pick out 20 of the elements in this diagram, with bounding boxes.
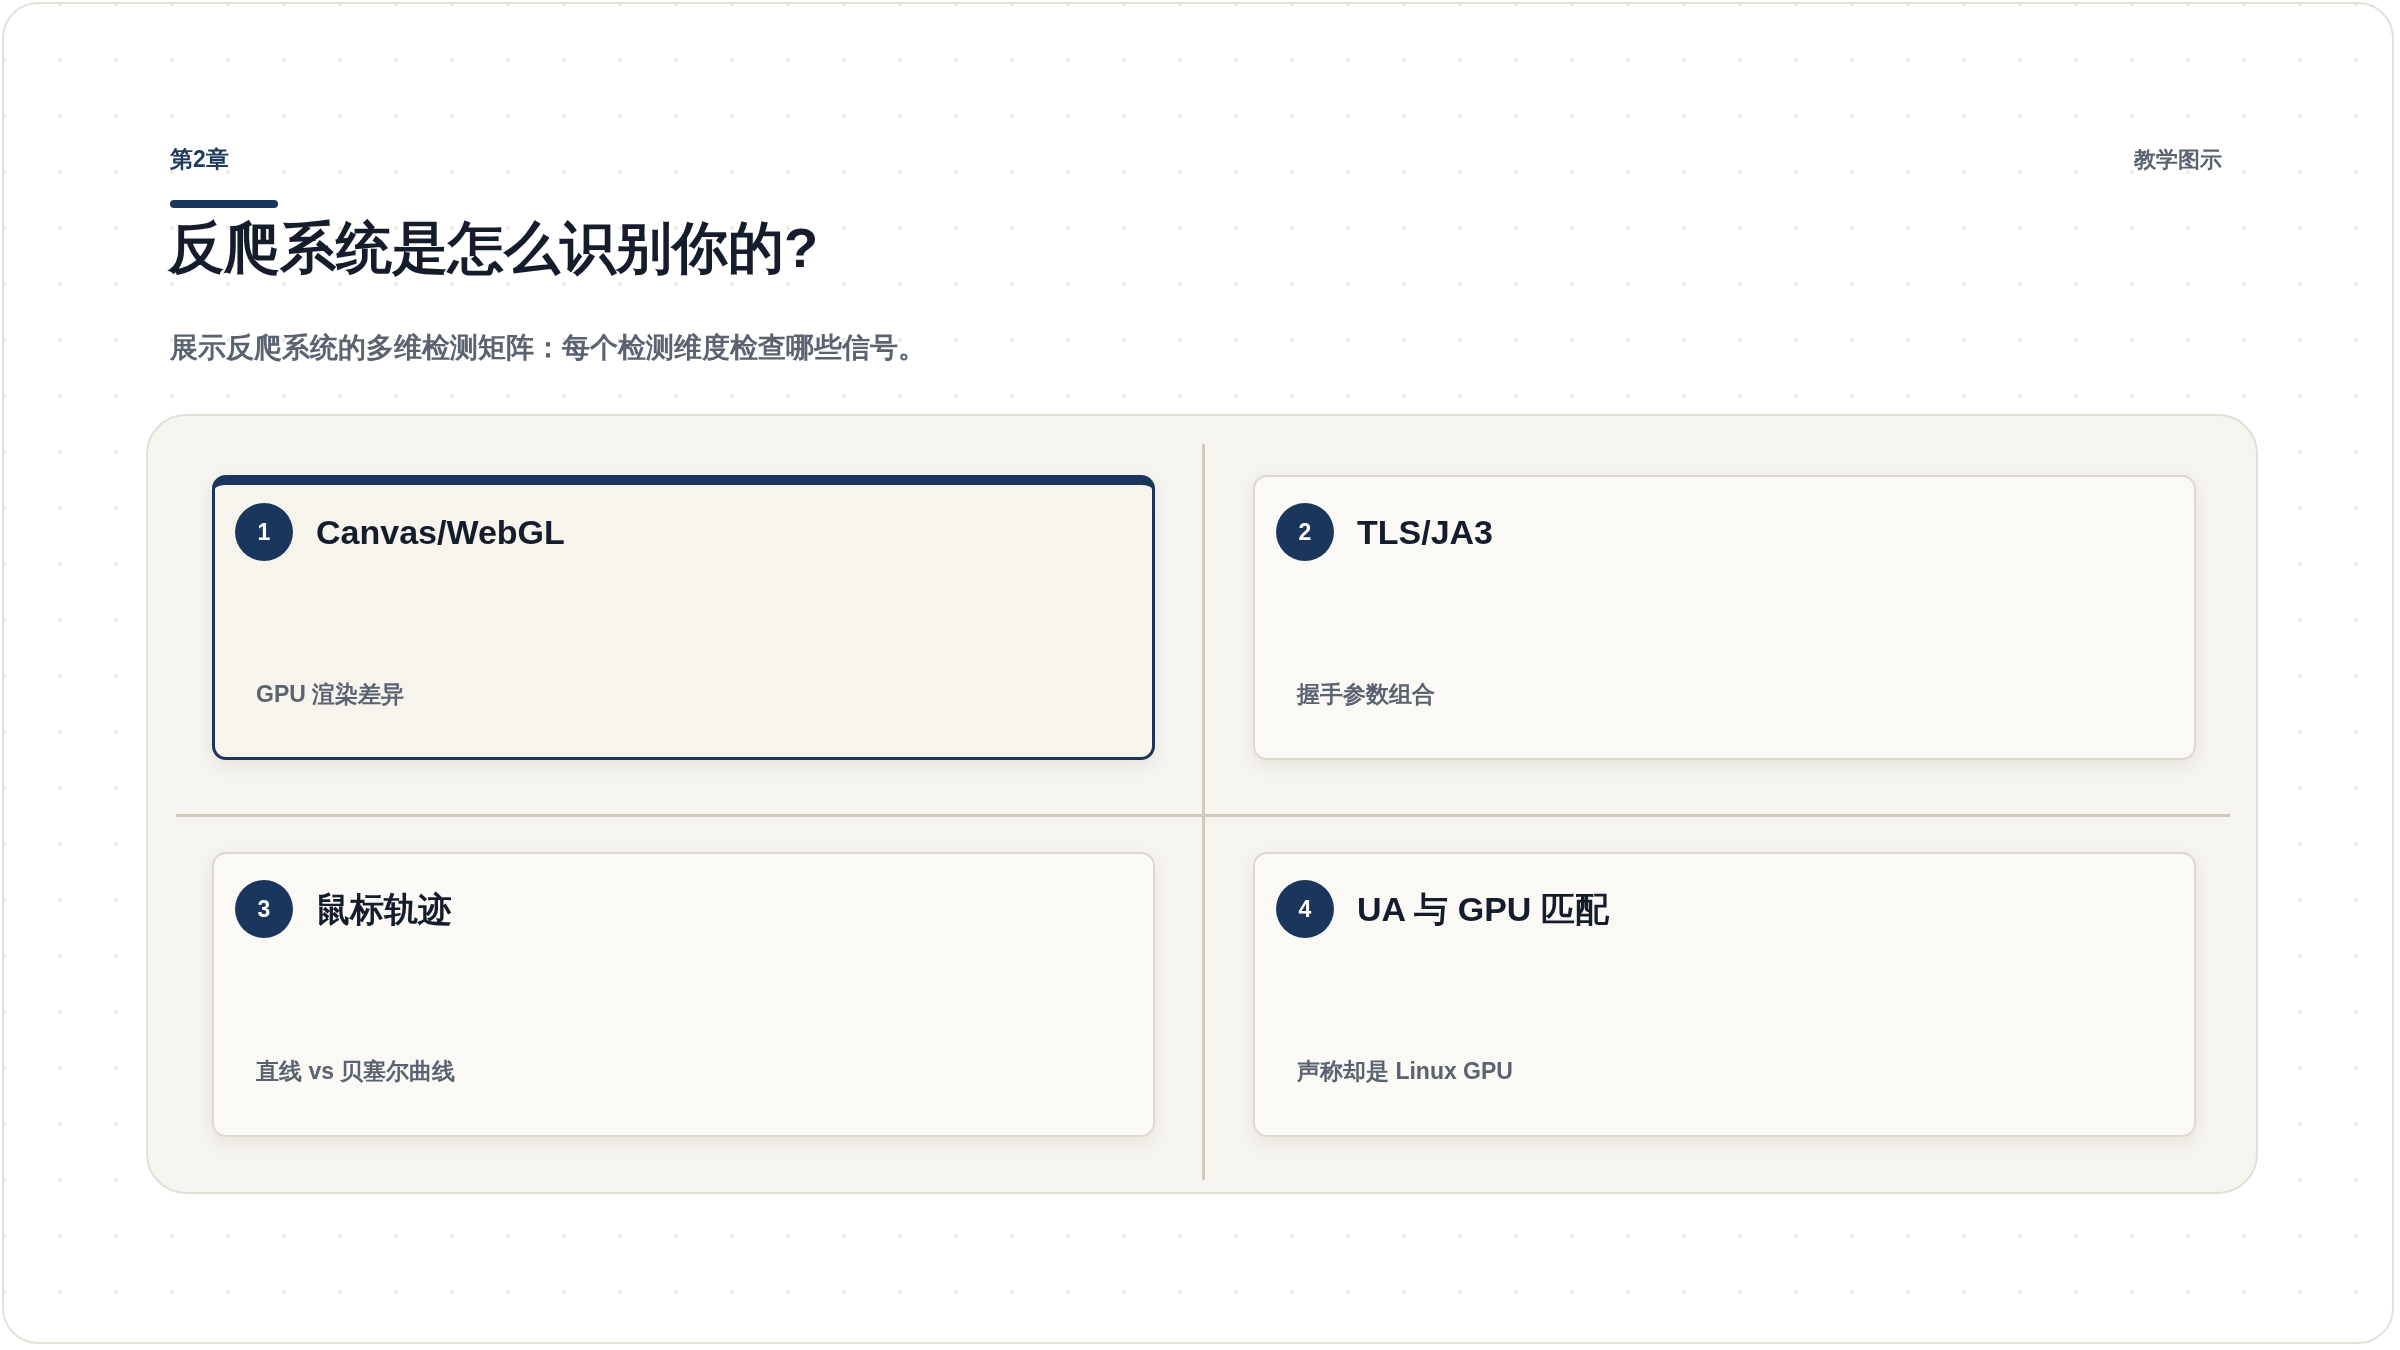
detection-card: [212, 475, 1155, 760]
number-badge: 3: [235, 880, 293, 938]
title: 反爬系统是怎么识别你的?: [168, 215, 819, 281]
number-badge: 4: [1276, 880, 1334, 938]
detection-card: [1253, 852, 2196, 1137]
card-description: GPU 渲染差异: [256, 680, 405, 709]
detection-card: [1253, 475, 2196, 760]
card-title: UA 与 GPU 匹配: [1357, 889, 1609, 929]
detection-card: [212, 852, 1155, 1137]
number-badge: 2: [1276, 503, 1334, 561]
card-title: Canvas/WebGL: [316, 512, 565, 552]
card-title: TLS/JA3: [1357, 512, 1494, 552]
category-tag: 教学图示: [2134, 145, 2222, 175]
card-title: 鼠标轨迹: [316, 889, 452, 929]
subtitle: 展示反爬系统的多维检测矩阵：每个检测维度检查哪些信号。: [170, 331, 926, 365]
card-description: 声称却是 Linux GPU: [1297, 1057, 1513, 1086]
chapter-label: 第2章: [170, 145, 229, 174]
card-description: 握手参数组合: [1297, 680, 1435, 709]
card-description: 直线 vs 贝塞尔曲线: [256, 1057, 456, 1086]
number-badge: 1: [235, 503, 293, 561]
